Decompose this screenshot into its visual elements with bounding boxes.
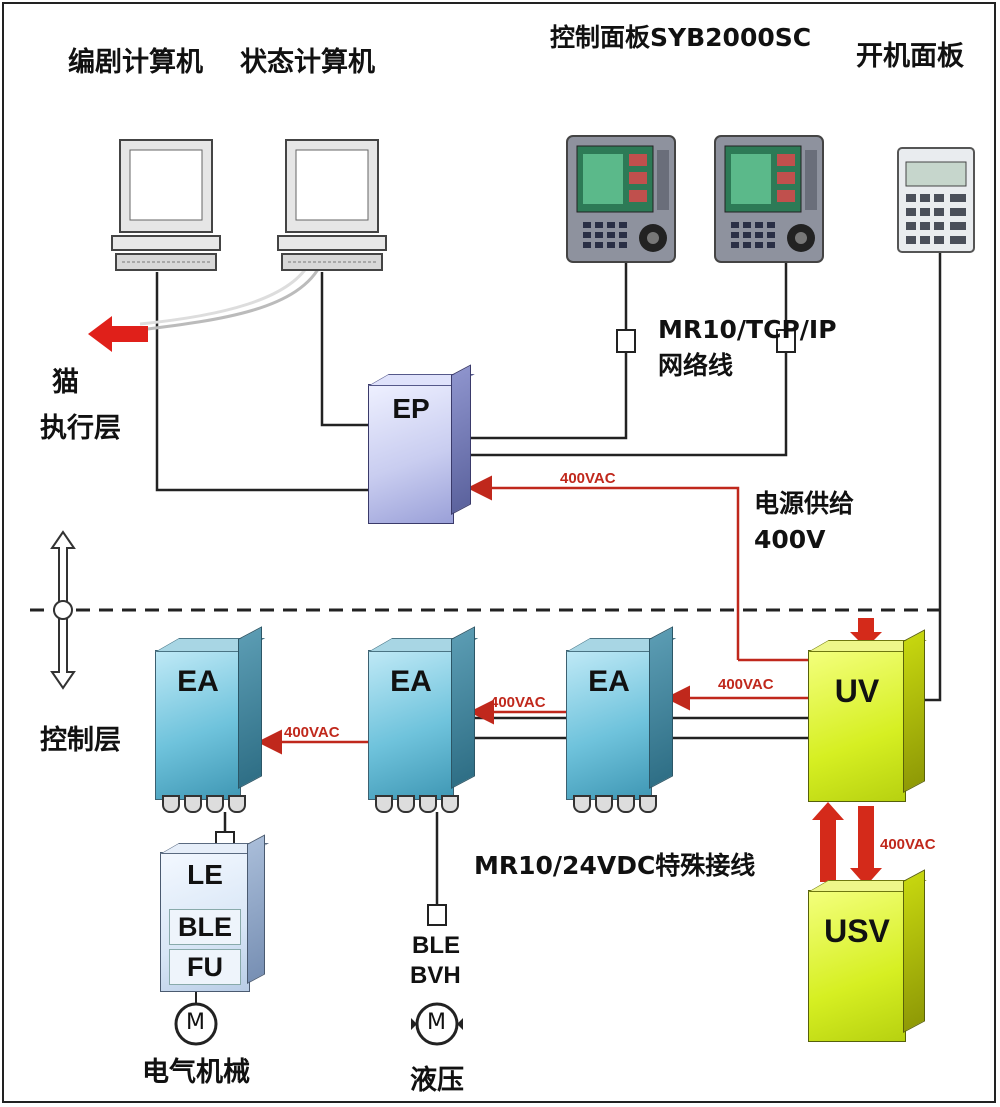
power-wires: [257, 475, 808, 755]
electric-machinery-label: 电气机械: [142, 1057, 250, 1088]
le-fu-label: FU: [169, 949, 241, 985]
ea-connectors: [162, 795, 246, 813]
cat-label: 猫: [52, 367, 79, 398]
ea-connectors: [375, 795, 459, 813]
ea-cabinet-1: EA: [155, 626, 266, 813]
usv-label: USV: [824, 913, 890, 949]
ble-label: BLE: [412, 932, 460, 959]
control-panel-label: 控制面板SYB2000SC: [550, 23, 812, 52]
le-label: LE: [187, 859, 223, 890]
cat-cable-2: [139, 261, 312, 326]
ea-label-1: EA: [177, 665, 219, 698]
control-panel-icon: [714, 135, 824, 263]
ea-label-3: EA: [588, 665, 630, 698]
special-wiring-annotation: MR10/24VDC特殊接线: [474, 851, 756, 880]
control-panel-icon: [566, 135, 676, 263]
power-label-usv: 400VAC: [880, 836, 936, 853]
power-label-ep: 400VAC: [560, 470, 616, 487]
execution-layer-label: 执行层: [40, 413, 121, 444]
ea-cabinet-3: EA: [566, 626, 677, 813]
network-annotation: MR10/TCP/IP网络线: [658, 315, 837, 380]
ea-cabinet-2: EA: [368, 626, 479, 813]
motor-icon: [174, 990, 218, 1046]
signal-wires: [155, 250, 942, 905]
power-label-ea2: 400VAC: [490, 694, 546, 711]
le-unit: LE BLE FU: [160, 834, 270, 992]
ep-label: EP: [392, 393, 430, 424]
editor-pc-label: 编剧计算机: [68, 47, 203, 78]
uv-label: UV: [834, 673, 880, 709]
keypad-panel-icon: [897, 147, 975, 253]
status-pc-label: 状态计算机: [240, 47, 375, 78]
power-label-ea3: 400VAC: [718, 676, 774, 693]
le-ble-label: BLE: [169, 909, 241, 945]
uv-unit: UV: [808, 629, 927, 802]
layer-double-arrow: [50, 530, 76, 690]
computer-icon: [111, 139, 221, 271]
power-on-panel-label: 开机面板: [856, 41, 964, 72]
bvh-label: BVH: [410, 962, 461, 989]
usv-unit: USV: [808, 869, 927, 1042]
connector-plugs: [215, 329, 796, 926]
control-layer-label: 控制层: [40, 725, 121, 756]
cat-cable: [139, 261, 324, 332]
power-label-ea1: 400VAC: [284, 724, 340, 741]
thick-power-arrows: [812, 618, 882, 886]
motor-icon: [411, 1002, 463, 1046]
computer-icon: [277, 139, 387, 271]
ep-unit: EP: [368, 364, 475, 524]
power-supply-annotation: 电源供给400V: [754, 489, 855, 554]
ea-label-2: EA: [390, 665, 432, 698]
motor-symbol-hydraulic: M: [427, 1010, 446, 1035]
hydraulic-label: 液压: [410, 1065, 464, 1096]
motor-symbol-electric: M: [186, 1010, 205, 1035]
ea-connectors: [573, 795, 657, 813]
red-arrow-icon: [88, 316, 148, 352]
